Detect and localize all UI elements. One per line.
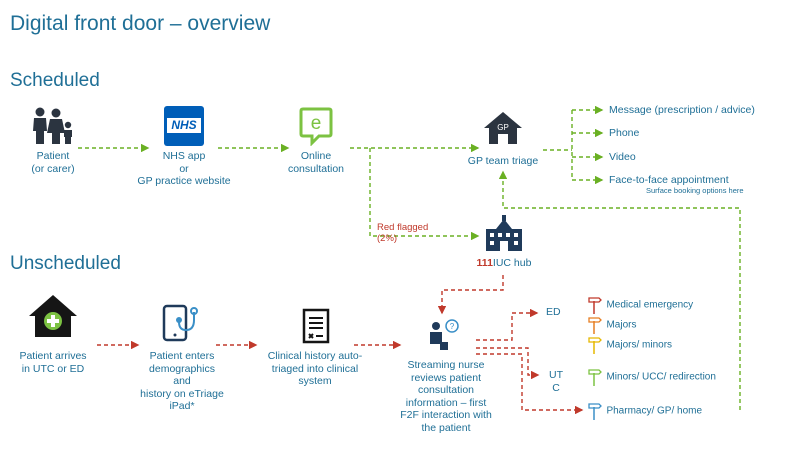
- nhs-logo-text: NHS: [167, 118, 201, 133]
- family-icon: [33, 107, 72, 144]
- option-video: Video: [609, 151, 636, 163]
- econsult-icon: e: [299, 107, 333, 146]
- hospital-hub-icon: [486, 215, 522, 251]
- section-unscheduled: Unscheduled: [10, 253, 121, 274]
- arrow-streaming-to-pharmacy: [476, 353, 584, 415]
- destination-pharmacy-gp-home: Pharmacy/ GP/ home: [588, 402, 702, 420]
- signpost-icon: [588, 297, 602, 314]
- red-flagged-label: Red flagged(2%): [377, 222, 429, 244]
- option-f2f: Face-to-face appointment: [609, 174, 729, 186]
- arrow-streaming-to-ed: [476, 308, 539, 341]
- clinical-history-label: Clinical history auto-triaged into clini…: [267, 350, 363, 387]
- patient-label: Patient(or carer): [31, 150, 75, 175]
- destination-minors-ucc: Minors/ UCC/ redirection: [588, 368, 716, 386]
- gp-house-icon: GP: [484, 112, 522, 144]
- svg-text:e: e: [311, 113, 322, 134]
- arrow-online-to-hub: [369, 148, 480, 241]
- signpost-icon: [588, 337, 602, 354]
- clinical-document-icon: [302, 308, 330, 344]
- option-phone: Phone: [609, 127, 640, 139]
- arrow-hub-to-streaming: [437, 275, 504, 315]
- streaming-nurse-icon: ?: [430, 319, 459, 350]
- signpost-icon: [588, 403, 602, 420]
- destination-majors-minors: Majors/ minors: [588, 336, 672, 354]
- tablet-stethoscope-icon: [162, 304, 198, 342]
- arrow-streaming-to-utc: [476, 347, 540, 380]
- arrow-return-to-triage: [498, 170, 741, 410]
- surface-booking-note: Surface booking options here: [646, 186, 744, 195]
- urgent-care-house-icon: [29, 295, 77, 337]
- destination-majors: Majors: [588, 316, 636, 334]
- page-title: Digital front door – overview: [10, 12, 271, 35]
- nhs-logo: NHS: [164, 106, 204, 146]
- gp-badge: GP: [497, 123, 509, 132]
- ed-label: ED: [546, 306, 561, 318]
- gp-triage-label: GP team triage: [467, 155, 539, 167]
- destination-medical-emergency: Medical emergency: [588, 296, 693, 314]
- section-scheduled: Scheduled: [10, 70, 100, 91]
- signpost-icon: [588, 317, 602, 334]
- signpost-icon: [588, 369, 602, 386]
- option-message: Message (prescription / advice): [609, 104, 755, 116]
- iuc-hub-label: 111IUC hub: [476, 257, 532, 269]
- svg-text:?: ?: [450, 322, 455, 331]
